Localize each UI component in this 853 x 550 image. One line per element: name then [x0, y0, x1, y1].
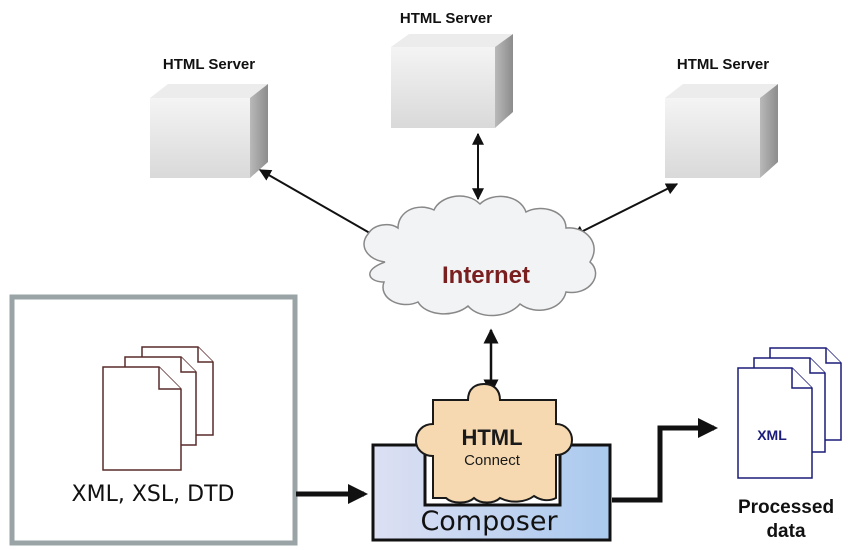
server-box-icon [150, 84, 268, 178]
internet-label: Internet [442, 262, 530, 289]
composer-label: Composer [420, 506, 558, 537]
html-connect-component: HTML Connect [414, 382, 574, 504]
puzzle-piece-icon [414, 382, 574, 504]
server-right-label: HTML Server [677, 56, 769, 73]
output-documents-icon [737, 347, 842, 479]
sources-label: XML, XSL, DTD [72, 482, 235, 507]
internet-cloud: Internet [363, 195, 597, 317]
server-center-label: HTML Server [400, 10, 492, 27]
server-right: HTML Server [665, 56, 778, 178]
server-center: HTML Server [391, 10, 513, 128]
output-label-line2: data [766, 521, 806, 542]
sources-panel: XML, XSL, DTD [9, 294, 298, 546]
connector-subtitle: Connect [464, 452, 521, 469]
server-left-label: HTML Server [163, 56, 255, 73]
output-label-line1: Processed [738, 497, 834, 518]
composer-box: Composer [371, 443, 612, 542]
arrow-server-left-internet [258, 169, 384, 241]
server-box-icon [391, 34, 513, 128]
connector-title: HTML [461, 425, 522, 450]
arrow-composer-output [612, 418, 718, 503]
server-left: HTML Server [150, 56, 268, 178]
arrow-server-right-internet [571, 183, 679, 237]
cloud-icon [363, 195, 597, 317]
source-documents-icon [102, 346, 214, 471]
output-panel: XML Processed data [737, 347, 842, 542]
output-doc-label: XML [757, 427, 787, 443]
server-box-icon [665, 84, 778, 178]
